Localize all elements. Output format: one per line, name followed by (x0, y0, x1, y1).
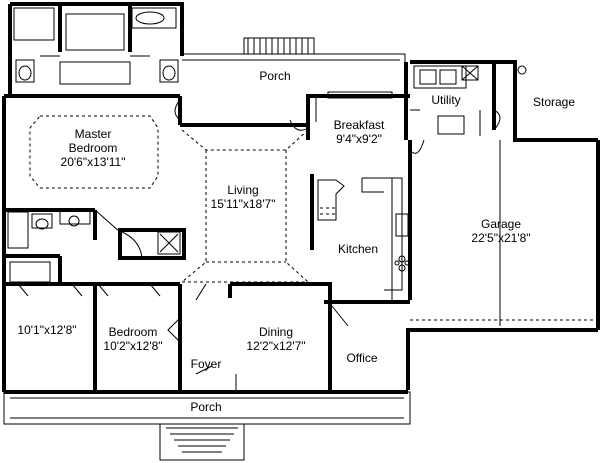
garage-dims: 22'5"x21'8" (471, 231, 531, 245)
utility-label: Utility (431, 93, 461, 107)
master-bedroom-label-line1: Master (74, 127, 112, 141)
front-porch-label: Porch (190, 400, 222, 414)
bedroom-mid-dims: 10'2"x12'8" (103, 339, 163, 353)
breakfast-dims: 9'4"x9'2" (336, 132, 382, 146)
master-bedroom-label-line2: Bedroom (68, 141, 118, 155)
dining-label: Dining (258, 325, 294, 339)
front-rooms (195, 282, 349, 392)
garage (409, 139, 596, 326)
garage-label: Garage (480, 217, 522, 231)
breakfast-label: Breakfast (333, 118, 385, 132)
office-label: Office (346, 351, 378, 365)
kitchen-label: Kitchen (337, 242, 379, 256)
back-porch-label: Porch (259, 69, 291, 83)
master-bedroom-dims: 20'6"x13'11" (60, 155, 126, 169)
utility-storage (410, 62, 527, 136)
back-porch (182, 37, 406, 92)
bedroom-left-dims: 10'1"x12'8" (17, 323, 77, 337)
front-porch (3, 391, 411, 461)
living-dims: 15'11"x18'7" (210, 197, 276, 211)
master-bath-walls (8, 2, 184, 96)
living-label: Living (227, 183, 259, 197)
bedroom-wing-walls (2, 209, 207, 392)
master-bedroom-walls (2, 94, 182, 212)
bedroom-mid-label: Bedroom (108, 325, 158, 339)
foyer-label: Foyer (190, 357, 222, 371)
dining-dims: 12'2"x12'7" (246, 339, 306, 353)
storage-label: Storage (532, 95, 576, 109)
kitchen-breakfast (310, 91, 412, 304)
